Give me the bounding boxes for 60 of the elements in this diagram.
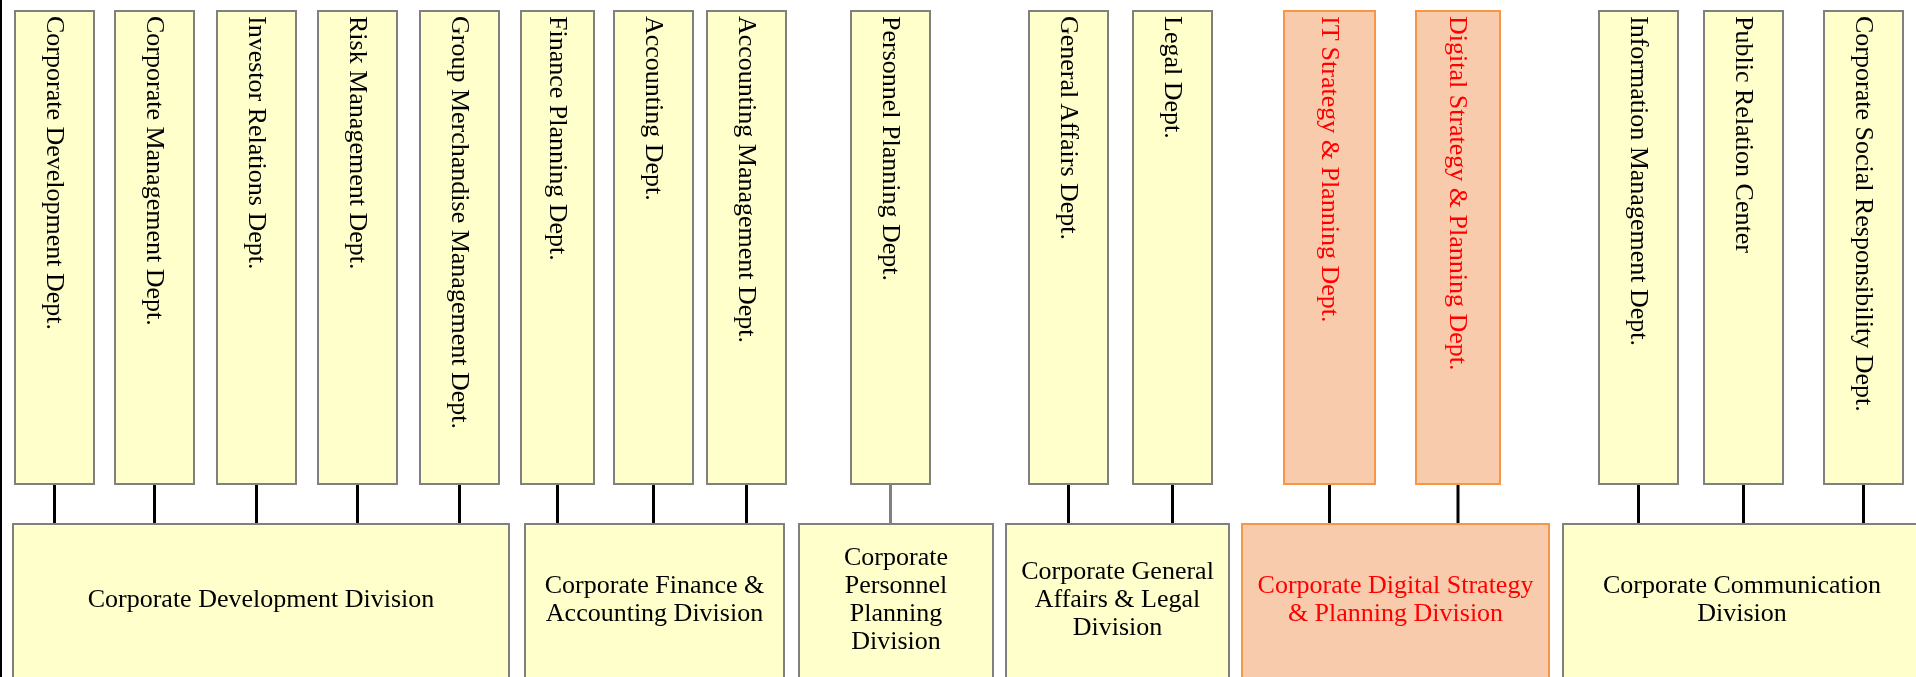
department-name: Information Management Dept.	[1624, 16, 1653, 346]
division-box	[12, 523, 510, 677]
department-name: Risk Management Dept.	[343, 16, 372, 270]
department-box	[419, 10, 500, 485]
connector-line	[1742, 485, 1745, 523]
department-box	[1028, 10, 1109, 485]
division-name: Corporate General Affairs & Legal Division	[1020, 557, 1215, 641]
connector-line	[458, 485, 461, 523]
department-box	[114, 10, 195, 485]
department-name: Corporate Management Dept.	[140, 16, 169, 326]
department-box	[317, 10, 398, 485]
connector-line	[556, 485, 559, 523]
department-name: Accounting Management Dept.	[732, 16, 761, 344]
department-name: Corporate Social Responsibility Dept.	[1849, 16, 1878, 412]
division-name: Corporate Communication Division	[1602, 571, 1882, 627]
department-name: Legal Dept.	[1158, 16, 1187, 139]
connector-line	[1862, 485, 1865, 523]
department-box	[1703, 10, 1784, 485]
connector-line	[356, 485, 359, 523]
division-box	[1562, 523, 1916, 677]
department-box	[1283, 10, 1376, 485]
department-box	[613, 10, 694, 485]
department-box	[1598, 10, 1679, 485]
connector-line	[53, 485, 56, 523]
department-box	[1823, 10, 1904, 485]
division-name: Corporate Development Division	[87, 585, 435, 613]
connector-line	[255, 485, 258, 523]
division-box	[798, 523, 994, 677]
department-name: Investor Relations Dept.	[242, 16, 271, 270]
division-name: Corporate Digital Strategy & Planning Division	[1256, 571, 1535, 627]
department-box	[1132, 10, 1213, 485]
division-box	[524, 523, 785, 677]
division-name: Corporate Finance & Accounting Division	[543, 571, 766, 627]
connector-line	[1171, 485, 1174, 523]
connector-line	[745, 485, 748, 523]
department-name: Public Relation Center	[1729, 16, 1758, 253]
connector-line	[1067, 485, 1070, 523]
department-name: IT Strategy & Planning Dept.	[1315, 16, 1344, 323]
connector-line	[153, 485, 156, 523]
division-box	[1241, 523, 1550, 677]
department-box	[1415, 10, 1501, 485]
department-name: Finance Planning Dept.	[543, 16, 572, 261]
connector-line	[652, 485, 655, 523]
department-box	[14, 10, 95, 485]
department-box	[520, 10, 595, 485]
connector-line	[1456, 485, 1460, 523]
department-name: Digital Strategy & Planning Dept.	[1444, 16, 1472, 371]
department-name: Accounting Dept.	[639, 16, 668, 201]
department-box	[216, 10, 297, 485]
connector-line	[889, 485, 892, 523]
department-name: Group Merchandise Management Dept.	[445, 16, 474, 429]
department-box	[850, 10, 931, 485]
division-name: Corporate Personnel Planning Division	[843, 543, 949, 655]
division-box	[1005, 523, 1230, 677]
department-name: General Affairs Dept.	[1054, 16, 1083, 241]
connector-line	[1637, 485, 1640, 523]
department-name: Personnel Planning Dept.	[876, 16, 905, 282]
connector-line	[1328, 485, 1331, 523]
department-box	[706, 10, 787, 485]
department-name: Corporate Development Dept.	[40, 16, 69, 331]
